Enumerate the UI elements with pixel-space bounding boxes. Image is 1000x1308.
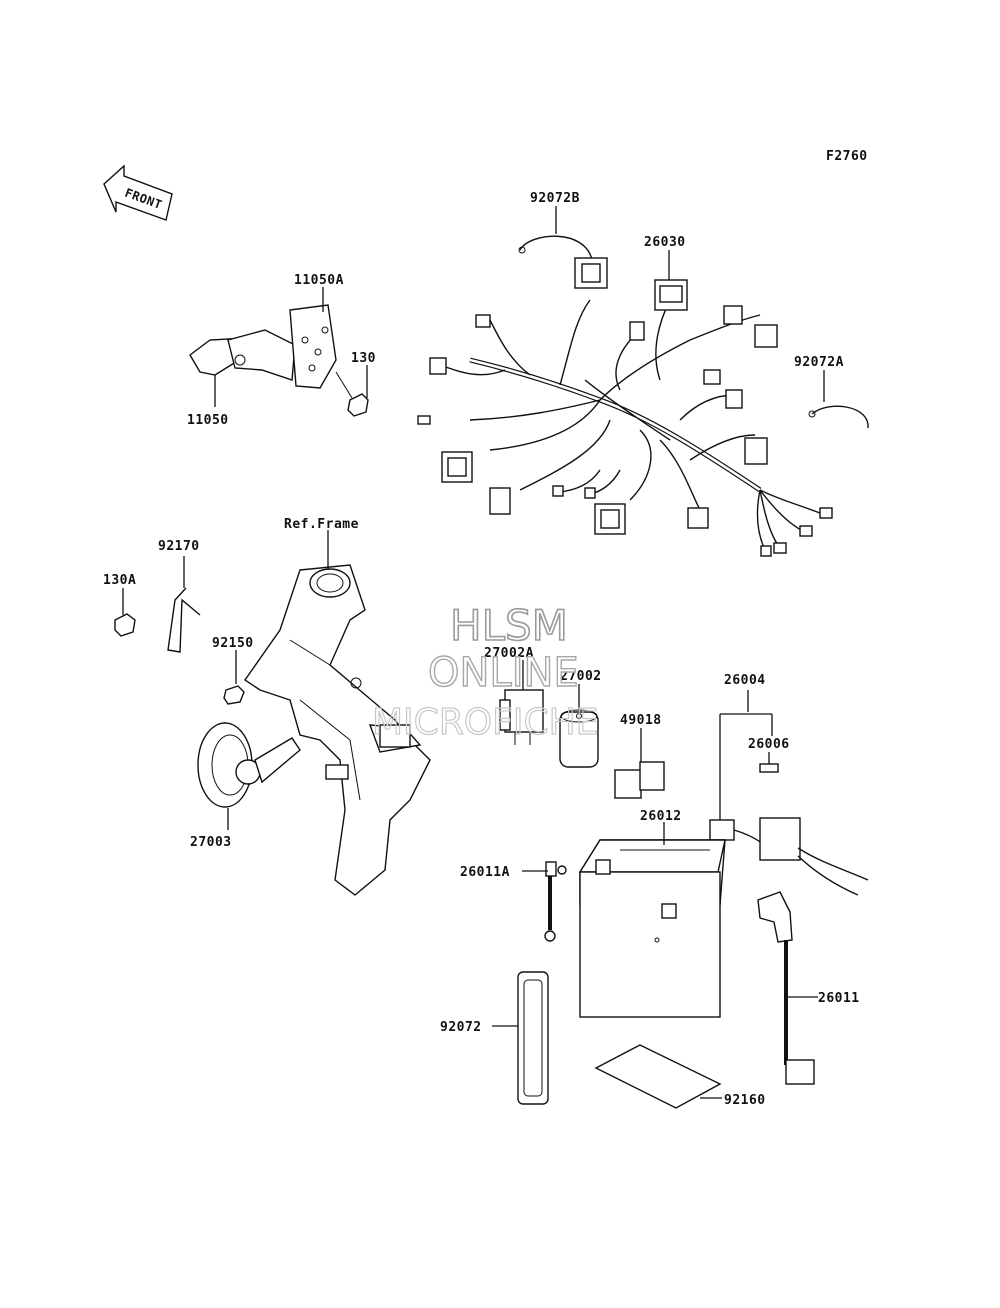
label-11050A: 11050A xyxy=(294,273,344,288)
horn-27003 xyxy=(197,722,301,808)
label-26004: 26004 xyxy=(724,673,766,688)
band-92072A xyxy=(811,405,869,429)
label-92150: 92150 xyxy=(212,636,254,651)
label-92072A: 92072A xyxy=(794,355,844,370)
figure-code: F2760 xyxy=(826,149,868,164)
bracket-assembly xyxy=(189,304,369,417)
label-130A: 130A xyxy=(103,573,136,588)
label-92072B: 92072B xyxy=(530,191,580,206)
pad-92160 xyxy=(594,1044,722,1109)
connector-49018 xyxy=(614,761,665,799)
main-wiring-harness xyxy=(417,257,833,557)
fuse-holder-26004 xyxy=(709,763,869,896)
label-27002A: 27002A xyxy=(484,646,534,661)
watermark-line3: MICROFICHE xyxy=(372,702,598,743)
battery-26012 xyxy=(578,839,726,1018)
band-92072B xyxy=(519,235,593,261)
label-26030: 26030 xyxy=(644,235,686,250)
label-26011A: 26011A xyxy=(460,865,510,880)
cable-26011 xyxy=(757,891,815,1085)
label-ref-frame: Ref.Frame xyxy=(284,517,359,532)
label-130: 130 xyxy=(351,351,376,366)
strap-92072 xyxy=(517,971,549,1105)
bolt-92150 xyxy=(223,685,245,705)
label-26011: 26011 xyxy=(818,991,860,1006)
watermark-line2: ONLINE xyxy=(428,650,579,696)
label-92160: 92160 xyxy=(724,1093,766,1108)
clip-92170 xyxy=(167,587,201,653)
watermark-line1: HLSM xyxy=(450,601,568,650)
label-26006: 26006 xyxy=(748,737,790,752)
front-arrow-icon: FRONT xyxy=(103,164,173,221)
label-92170: 92170 xyxy=(158,539,200,554)
label-11050: 11050 xyxy=(187,413,229,428)
bolt-130A xyxy=(114,613,136,637)
label-27002: 27002 xyxy=(560,669,602,684)
watermark: HLSM ONLINE MICROFICHE xyxy=(371,600,599,743)
cable-26011A xyxy=(544,861,567,942)
label-49018: 49018 xyxy=(620,713,662,728)
relay-27002A xyxy=(499,689,544,745)
label-92072: 92072 xyxy=(440,1020,482,1035)
label-26012: 26012 xyxy=(640,809,682,824)
label-27003: 27003 xyxy=(190,835,232,850)
frame-reference xyxy=(244,564,431,896)
